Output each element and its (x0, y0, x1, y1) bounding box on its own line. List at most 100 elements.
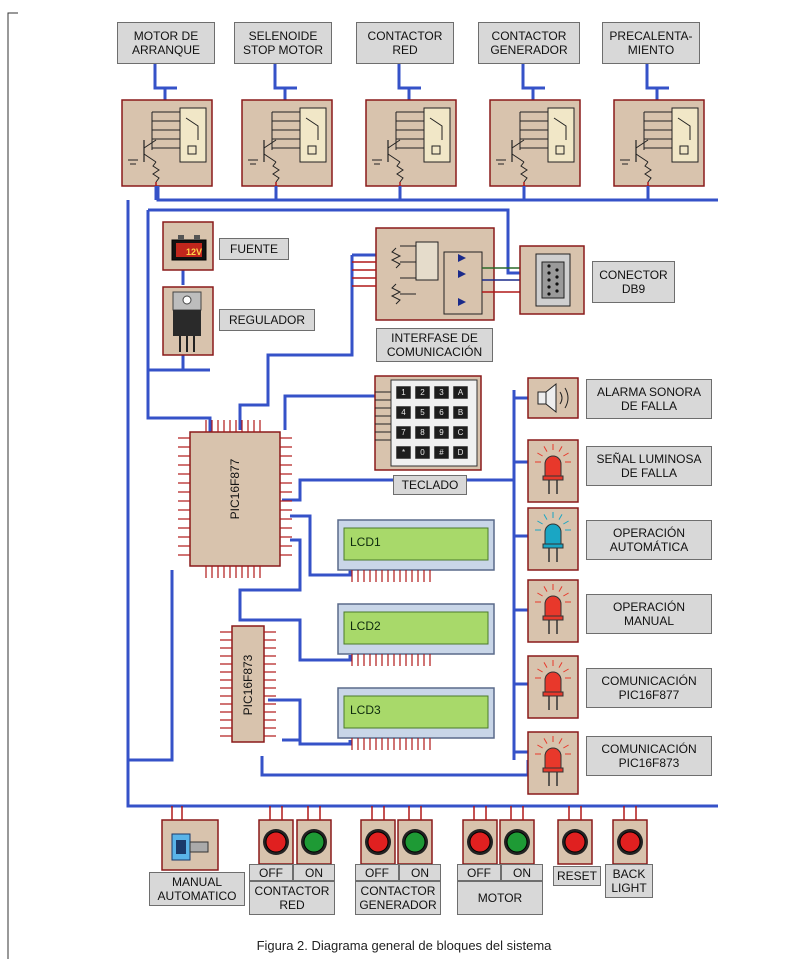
db9-face (541, 261, 565, 299)
keypad-key[interactable]: A (453, 386, 468, 399)
relay-label-contactor-generador: CONTACTOR GENERADOR (478, 22, 580, 64)
db9-pin-a1 (547, 271, 551, 275)
keypad-key[interactable]: # (434, 446, 449, 459)
relay-bus-1 (273, 64, 297, 90)
contactor-gen-off: OFF (355, 864, 399, 881)
relay-resistor-0 (152, 161, 160, 183)
regulador-hole (182, 295, 192, 305)
relay-resistor-1 (272, 161, 280, 183)
speaker-wave2-icon (564, 387, 569, 409)
led-ray-3-4 (558, 586, 563, 592)
reset-button (564, 831, 586, 853)
interface-diode-0 (458, 254, 466, 262)
bus-com873 (260, 756, 530, 777)
keypad-key[interactable]: B (453, 406, 468, 419)
led-ray-4-1 (537, 668, 543, 673)
relay-label-selenoide: SELENOIDE STOP MOTOR (234, 22, 332, 64)
indicator-label-com873: COMUNICACIÓN PIC16F873 (586, 736, 712, 776)
relay-label-motor-arranque: MOTOR DE ARRANQUE (117, 22, 215, 64)
relay-bus-2 (397, 64, 421, 90)
led-base-3 (542, 615, 564, 621)
led-base-5 (542, 767, 564, 773)
motor-on-button (506, 831, 528, 853)
bus-mcu1-down (128, 570, 174, 762)
db9-pin-a3 (547, 285, 551, 289)
relay-transistor-c-2 (387, 139, 401, 149)
battery-term1 (178, 235, 184, 240)
bus-second (148, 208, 520, 275)
backlight-button (619, 831, 641, 853)
db9-pin-b2 (555, 282, 559, 286)
indicator-label-senal: SEÑAL LUMINOSA DE FALLA (586, 446, 712, 486)
motor-off-button (469, 831, 491, 853)
led-icon-2 (544, 523, 562, 545)
keypad-key[interactable]: 6 (434, 406, 449, 419)
bus-top (156, 186, 718, 202)
toggle-switch-handle (189, 841, 209, 853)
keypad-key[interactable]: 4 (396, 406, 411, 419)
bus-interface-mcu (238, 255, 354, 430)
relay-transistor-e-0 (143, 153, 157, 163)
keypad-key[interactable]: C (453, 426, 468, 439)
indicator-label-com877: COMUNICACIÓN PIC16F877 (586, 668, 712, 708)
relay-label-contactor-red: CONTACTOR RED (356, 22, 454, 64)
teclado-label: TECLADO (393, 475, 467, 495)
bus-keypad (283, 394, 375, 430)
led-ray-5-5 (563, 744, 569, 749)
relay-bus-4 (645, 64, 669, 90)
keypad-key[interactable]: 5 (415, 406, 430, 419)
connector-label: CONECTOR DB9 (592, 261, 675, 303)
interface-label: INTERFASE DE COMUNICACIÓN (376, 328, 493, 362)
relay-label-precalentamiento: PRECALENTA- MIENTO (602, 22, 700, 64)
keypad-key[interactable]: 8 (415, 426, 430, 439)
contactor-gen-on: ON (399, 864, 441, 881)
contactor-red-off-button (265, 831, 287, 853)
relay-transistor-c-0 (143, 139, 157, 149)
led-ray-2-4 (558, 514, 563, 520)
led-ray-1-1 (537, 452, 543, 457)
contactor-red-on: ON (293, 864, 335, 881)
keypad-key[interactable]: * (396, 446, 411, 459)
figure-caption: Figura 2. Diagrama general de bloques de… (256, 938, 552, 953)
keypad-key[interactable]: 9 (434, 426, 449, 439)
mcu2-name: PIC16F873 (241, 654, 255, 716)
relay-contact-4 (677, 117, 691, 140)
keypad-key[interactable]: 3 (434, 386, 449, 399)
relay-transistor-c-1 (263, 139, 277, 149)
indicator-label-manual: OPERACIÓN MANUAL (586, 594, 712, 634)
keypad-key[interactable]: D (453, 446, 468, 459)
relay-resistor-4 (644, 161, 652, 183)
lcd3-screen (343, 695, 489, 729)
lcd2-screen (343, 611, 489, 645)
db9-pin-a2 (547, 278, 551, 282)
bus-lcd1 (290, 514, 352, 577)
db9-pin-a0 (547, 264, 551, 268)
led-base-4 (542, 691, 564, 697)
led-ray-4-5 (563, 668, 569, 673)
bus-left-outer (126, 200, 718, 808)
led-icon-5 (544, 747, 562, 769)
keypad-key[interactable]: 2 (415, 386, 430, 399)
relay-resistor-2 (396, 161, 404, 183)
keypad-key[interactable]: 1 (396, 386, 411, 399)
keypad-key[interactable]: 0 (415, 446, 430, 459)
relay-coil-symbol-0 (187, 145, 197, 155)
battery-term2 (194, 235, 200, 240)
contactor-gen-on-button (404, 831, 426, 853)
relay-contact-0 (185, 117, 199, 140)
led-ray-4-4 (558, 662, 563, 668)
contactor-gen-label: CONTACTOR GENERADOR (355, 881, 441, 915)
mcu1-body (189, 431, 281, 567)
led-ray-1-5 (563, 452, 569, 457)
reset-label: RESET (553, 866, 601, 886)
backlight-label: BACK LIGHT (605, 864, 653, 898)
contactor-red-off: OFF (249, 864, 293, 881)
interface-resistor-2 (390, 283, 402, 305)
keypad-key[interactable]: 7 (396, 426, 411, 439)
contactor-red-on-button (303, 831, 325, 853)
fuente-label: FUENTE (219, 238, 289, 260)
relay-coil-4 (671, 107, 699, 163)
lcd1-screen (343, 527, 489, 561)
